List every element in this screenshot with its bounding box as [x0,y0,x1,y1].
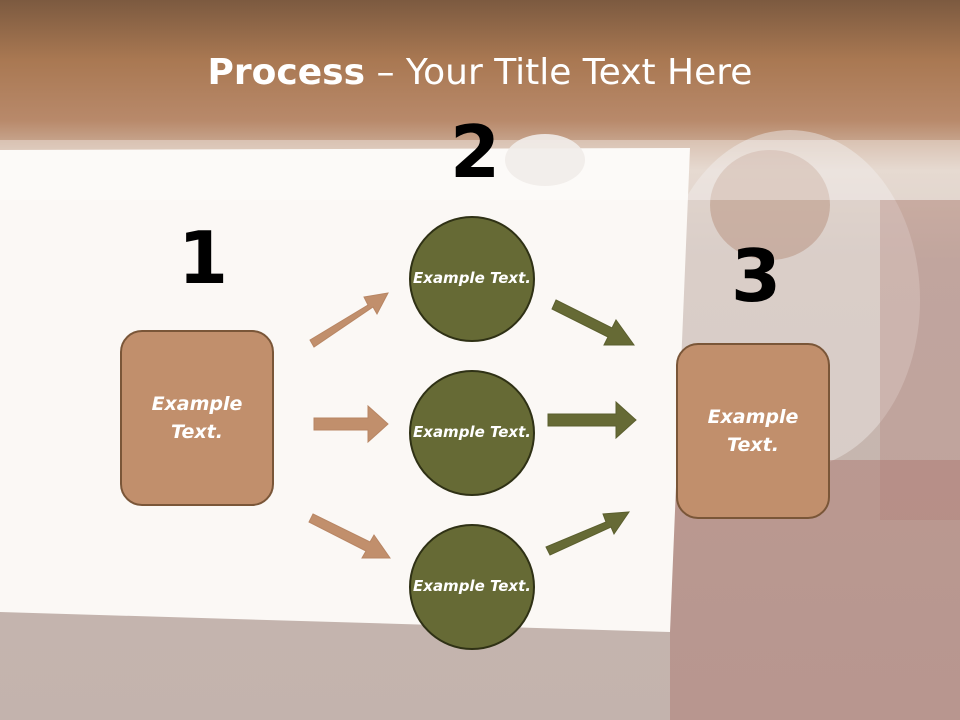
arrow-right-up [551,299,635,346]
circle-top: Example Text. [409,216,535,342]
slide-title: Process – Your Title Text Here [0,52,960,93]
step-number-1: 1 [178,216,229,300]
arrow-right-down [545,511,630,556]
step-number-2: 2 [450,110,501,194]
circle-bottom: Example Text. [409,524,535,650]
arrow-left-up [309,292,389,348]
left-box: Example Text. [120,330,274,506]
title-bold: Process [207,52,366,93]
arrow-left-middle [313,404,389,444]
circle-middle: Example Text. [409,370,535,496]
step-number-3: 3 [731,234,782,318]
arrow-right-middle [547,400,637,440]
title-rest: – Your Title Text Here [365,52,753,93]
right-box: Example Text. [676,343,830,519]
arrow-left-down [308,513,391,559]
